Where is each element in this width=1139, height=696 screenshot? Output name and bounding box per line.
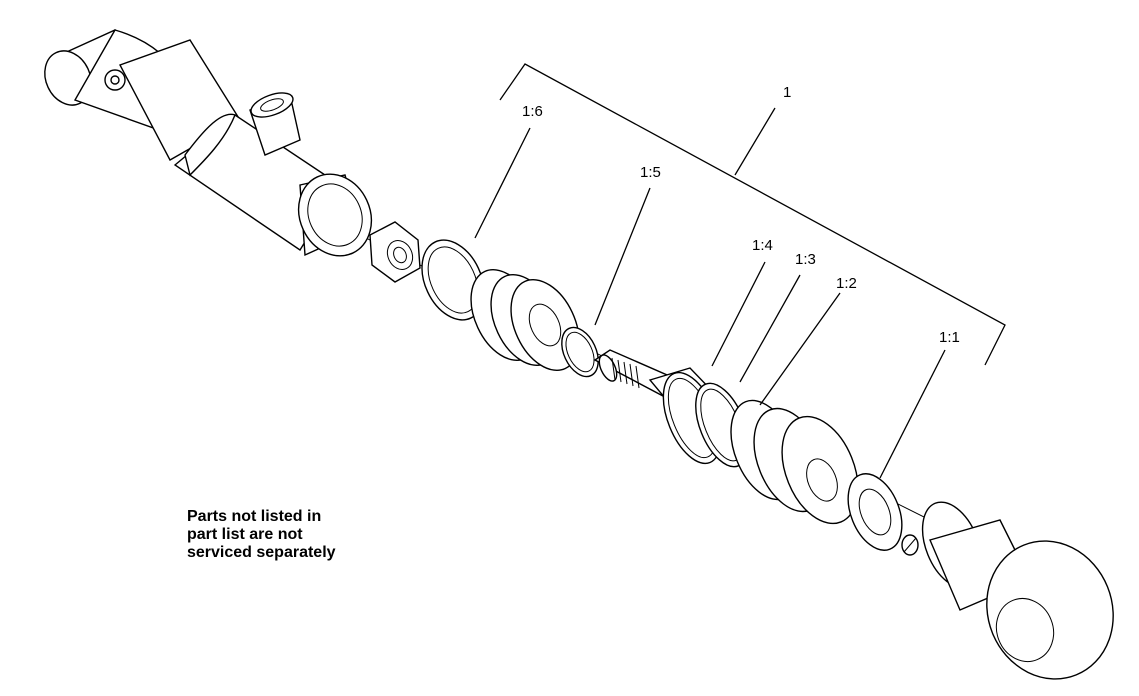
callout-labels: 1 1:6 1:5 1:4 1:3 1:2 1:1 — [522, 84, 960, 346]
callout-1-1: 1:1 — [939, 329, 960, 346]
callout-1: 1 — [783, 84, 791, 101]
callout-1-3: 1:3 — [795, 251, 816, 268]
callout-1-6: 1:6 — [522, 103, 543, 120]
callout-1-5: 1:5 — [640, 164, 661, 181]
service-note: Parts not listed in part list are not se… — [187, 508, 336, 562]
hex-nut — [369, 221, 421, 283]
service-note-line-1: Parts not listed in — [187, 508, 322, 525]
callout-1-2: 1:2 — [836, 275, 857, 292]
cylinder-housing — [44, 29, 373, 257]
service-note-line-3: serviced separately — [187, 544, 336, 561]
part-1-1-ring — [847, 473, 903, 551]
part-1-6-ring — [421, 239, 485, 321]
rod-end-eye — [901, 501, 1114, 680]
leader-lines — [474, 107, 946, 479]
service-note-line-2: part list are not — [187, 526, 303, 543]
assembly-bracket — [499, 63, 1006, 366]
part-1-5-oring — [561, 326, 599, 378]
callout-1-4: 1:4 — [752, 237, 773, 254]
part-1-2-piston — [730, 399, 859, 525]
